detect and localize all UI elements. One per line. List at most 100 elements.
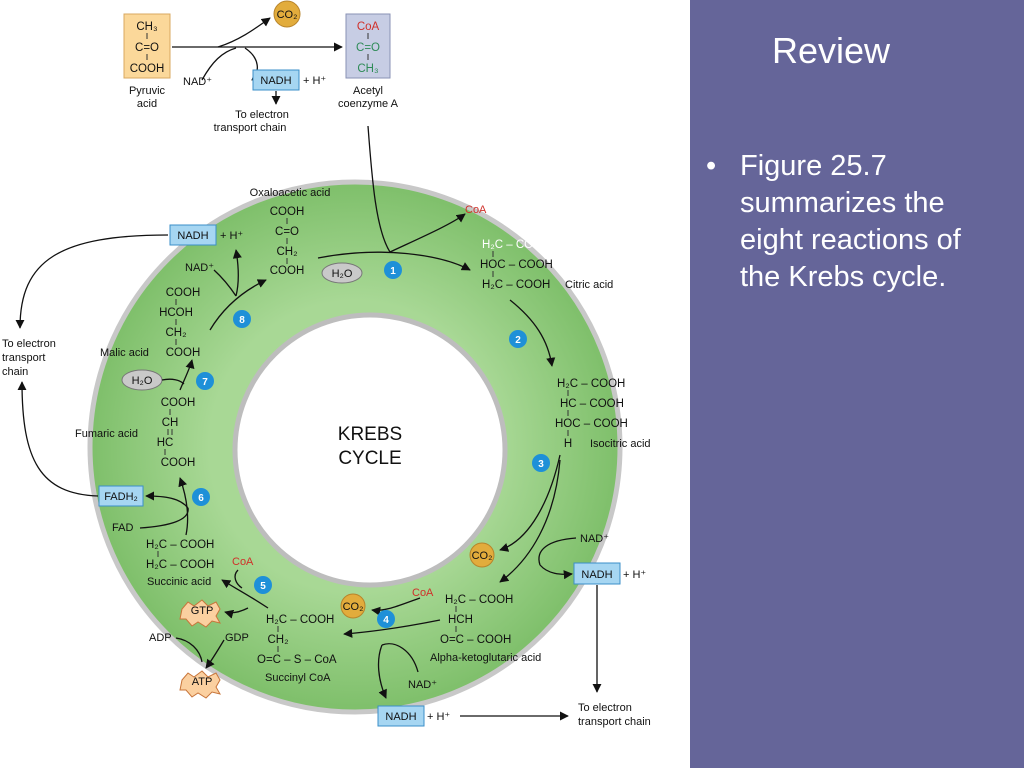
top-nadh-box	[252, 69, 300, 91]
fumaric-l1: COOH	[161, 397, 196, 409]
step-3-badge	[532, 454, 550, 472]
top-nad: NAD⁺	[183, 76, 212, 88]
oxaloacetic-l4: COOH	[270, 265, 305, 277]
top-co2-label: CO₂	[277, 9, 298, 21]
step-1-badge	[384, 261, 402, 279]
step-4-number: 4	[383, 615, 389, 626]
oxaloacetic-l1: COOH	[270, 206, 305, 218]
malic-l4: COOH	[166, 347, 201, 359]
citric-l3: H₂C – COOH	[482, 279, 550, 291]
isocitric-l2: HC – COOH	[560, 398, 624, 410]
alpha-l3: O=C – COOH	[440, 634, 511, 646]
alpha-l2: HCH	[448, 614, 473, 626]
etc-left-l1: To electron	[2, 338, 56, 350]
step5-coa: CoA	[232, 556, 254, 568]
acetyl-l3: CH₃	[357, 63, 379, 75]
malic-l2: HCOH	[159, 307, 193, 319]
pyruvic-name2: acid	[137, 98, 157, 110]
malic-name: Malic acid	[100, 347, 149, 359]
step-6-number: 6	[198, 493, 204, 504]
acetyl-box	[345, 13, 391, 79]
bullet-dot: •	[706, 150, 717, 182]
fad-label: FAD	[112, 522, 133, 534]
pyruvic-l3: COOH	[130, 63, 165, 75]
h2o-step1-label: H₂O	[332, 268, 353, 280]
step8-nad: NAD⁺	[185, 262, 214, 274]
step3-nadh-h: + H⁺	[623, 569, 646, 581]
step8-nadh-label: NADH	[177, 230, 208, 242]
citric-name: Citric acid	[565, 279, 613, 291]
step-5-badge	[254, 576, 272, 594]
step4-nadh-box	[377, 705, 425, 727]
atp-label: ATP	[192, 676, 213, 688]
acetyl-name1: Acetyl	[353, 85, 383, 97]
fumaric-l3: HC	[157, 437, 174, 449]
step-2-number: 2	[515, 335, 521, 346]
h2o-step7-label: H₂O	[132, 375, 153, 387]
top-etc-l1: To electron	[235, 109, 289, 121]
coa-step1: CoA	[465, 204, 487, 216]
fumaric-l4: COOH	[161, 457, 196, 469]
etc-left-l2: transport	[2, 352, 45, 364]
top-nadh-label: NADH	[260, 75, 291, 87]
etc-right-l2: transport chain	[578, 716, 651, 728]
oxaloacetic-name: Oxaloacetic acid	[250, 187, 331, 199]
step8-nadh-h: + H⁺	[220, 230, 243, 242]
bullet-text: Figure 25.7 summarizes the eight reactio…	[740, 150, 961, 293]
pyruvic-name1: Pyruvic	[129, 85, 166, 97]
atp-burst	[179, 670, 222, 699]
acetyl-l2: C=O	[356, 42, 380, 54]
fadh2-box	[98, 485, 144, 507]
krebs-cycle-figure: KREBS CYCLE CH₃ C=O COOH Pyruvic acid CO…	[2, 0, 651, 728]
step-2-badge	[509, 330, 527, 348]
alpha-l1: H₂C – COOH	[445, 594, 513, 606]
top-co2-circle	[273, 0, 301, 28]
sidebar-panel: Review • Figure 25.7 summarizes the eigh…	[690, 0, 1024, 768]
center-title-line2: CYCLE	[338, 448, 401, 469]
step3-co2-label: CO₂	[472, 550, 493, 562]
step-7-number: 7	[202, 377, 208, 388]
fadh2-label: FADH₂	[104, 491, 138, 503]
fumaric-name: Fumaric acid	[75, 428, 138, 440]
acetyl-l1: CoA	[357, 21, 380, 33]
step-7-badge	[196, 372, 214, 390]
step3-nadh-box	[573, 562, 621, 585]
acetyl-name2: coenzyme A	[338, 98, 399, 110]
step4-nadh-h: + H⁺	[427, 711, 450, 723]
step-4-badge	[377, 610, 395, 628]
oxaloacetic-l2: C=O	[275, 226, 299, 238]
gtp-label: GTP	[191, 605, 214, 617]
citric-l2: HOC – COOH	[480, 259, 553, 271]
top-etc-l2: transport chain	[214, 122, 287, 134]
pyruvic-box	[123, 13, 171, 79]
succinic-l1: H₂C – COOH	[146, 539, 214, 551]
step-1-number: 1	[390, 266, 396, 277]
step-5-number: 5	[260, 581, 266, 592]
step4-coa: CoA	[412, 587, 434, 599]
step-8-badge	[233, 310, 251, 328]
isocitric-l1: H₂C – COOH	[557, 378, 625, 390]
gtp-burst	[179, 599, 222, 628]
adp-label: ADP	[149, 632, 172, 644]
etc-right-l1: To electron	[578, 702, 632, 714]
step8-nadh-box	[169, 224, 217, 246]
step-3-number: 3	[538, 459, 544, 470]
top-nadh-h: + H⁺	[303, 75, 326, 87]
succinic-l2: H₂C – COOH	[146, 559, 214, 571]
succinylcoa-l2: CH₂	[267, 634, 288, 646]
step-6-badge	[192, 488, 210, 506]
step4-co2-circle	[340, 593, 366, 619]
h2o-step1	[321, 262, 363, 284]
step4-co2-label: CO₂	[343, 601, 364, 613]
krebs-center	[232, 312, 508, 588]
malic-l3: CH₂	[165, 327, 186, 339]
step3-co2-circle	[469, 542, 495, 568]
succinylcoa-l3: O=C – S – CoA	[257, 654, 337, 666]
step4-nadh-label: NADH	[385, 711, 416, 723]
step4-nad: NAD⁺	[408, 679, 437, 691]
fumaric-l2: CH	[162, 417, 179, 429]
step3-nadh-label: NADH	[581, 569, 612, 581]
succinylcoa-name: Succinyl CoA	[265, 672, 331, 684]
etc-left-l3: chain	[2, 366, 28, 378]
